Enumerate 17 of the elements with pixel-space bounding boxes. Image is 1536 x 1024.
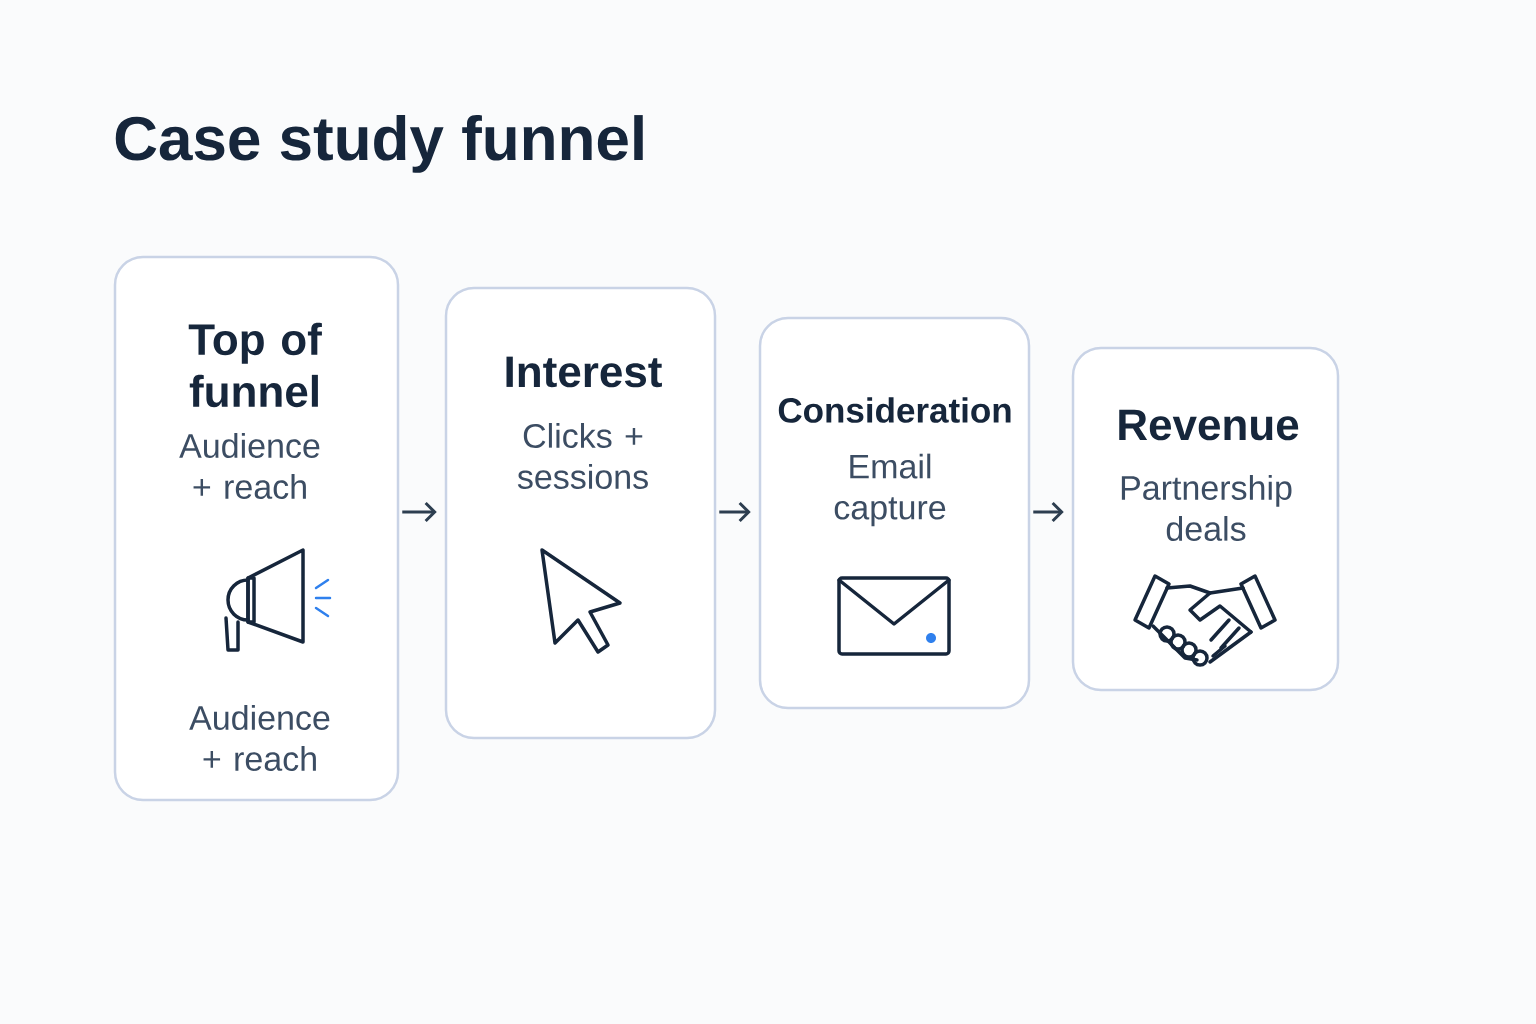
page-title: Case study funnel [115, 115, 643, 173]
stage-card [113, 255, 400, 802]
stage-card [1071, 346, 1340, 692]
arrow [1033, 501, 1064, 523]
arrow [402, 501, 437, 523]
stage-card [758, 316, 1031, 710]
arrow [719, 501, 751, 523]
stage-card [444, 286, 717, 740]
stage-title: Interest [506, 356, 662, 388]
stage-title: Revenue [1119, 409, 1299, 441]
stage-title: Top of funnel [188, 322, 322, 408]
stage-title: Consideration [778, 397, 1011, 423]
stage-description: Email capture [834, 453, 946, 527]
stage-description: Partnership deals [1121, 475, 1292, 541]
stage-description: Audience + reach [189, 705, 330, 771]
stage-description: Clicks + sessions [517, 423, 648, 489]
stage-description: Audience + reach [179, 433, 320, 499]
